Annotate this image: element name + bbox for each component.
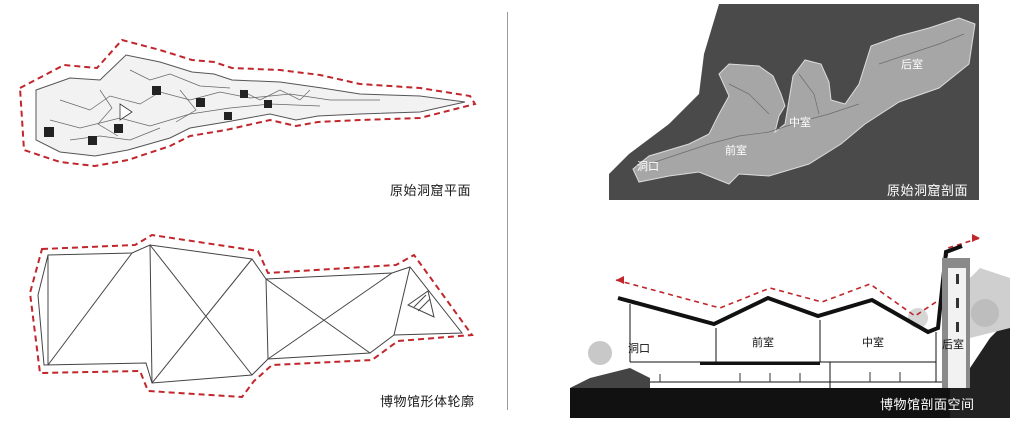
- museum-outline-dashed: [28, 233, 474, 399]
- museum-outline-drawing: [28, 233, 474, 399]
- cave-plan-panel: 原始洞窟平面: [0, 0, 500, 210]
- museum-section-dashed-line: [615, 237, 981, 317]
- museum-section-drawing: 洞口 前室 中室 后室: [570, 234, 1010, 418]
- cave-section-label-front: 前室: [725, 143, 747, 157]
- caption-museum-outline: 博物馆形体轮廓: [380, 395, 475, 410]
- museum-outline-shape: [37, 244, 464, 384]
- cave-section-drawing: 洞口 前室 中室 后室: [609, 4, 979, 200]
- cave-plan-shape: [35, 54, 466, 157]
- museum-outline-panel: 博物馆形体轮廓: [0, 215, 500, 423]
- cave-plan-drawing: [18, 38, 477, 168]
- museum-section-label-rear: 后室: [942, 337, 964, 351]
- cave-section-rock: [632, 17, 976, 185]
- caption-cave-section: 原始洞窟剖面: [887, 184, 969, 199]
- cave-section-label-rear: 后室: [901, 57, 923, 71]
- museum-section-panel: 洞口 前室 中室 后室 博物馆剖面空间: [570, 228, 1010, 418]
- cave-plan-details: [49, 69, 380, 141]
- cave-plan-dashed-outline: [18, 38, 477, 168]
- museum-section-label-entrance: 洞口: [628, 342, 650, 355]
- cave-section-label-middle: 中室: [789, 115, 811, 129]
- vertical-divider: [507, 12, 508, 410]
- museum-section-label-middle: 中室: [862, 335, 884, 349]
- cave-section-panel: 洞口 前室 中室 后室 原始洞窟剖面: [609, 4, 979, 200]
- cave-section-label-entrance: 洞口: [637, 160, 659, 173]
- caption-museum-section: 博物馆剖面空间: [880, 398, 975, 413]
- museum-section-label-front: 前室: [752, 335, 774, 349]
- cave-plan-markers: [44, 86, 272, 145]
- caption-cave-plan: 原始洞窟平面: [390, 184, 472, 199]
